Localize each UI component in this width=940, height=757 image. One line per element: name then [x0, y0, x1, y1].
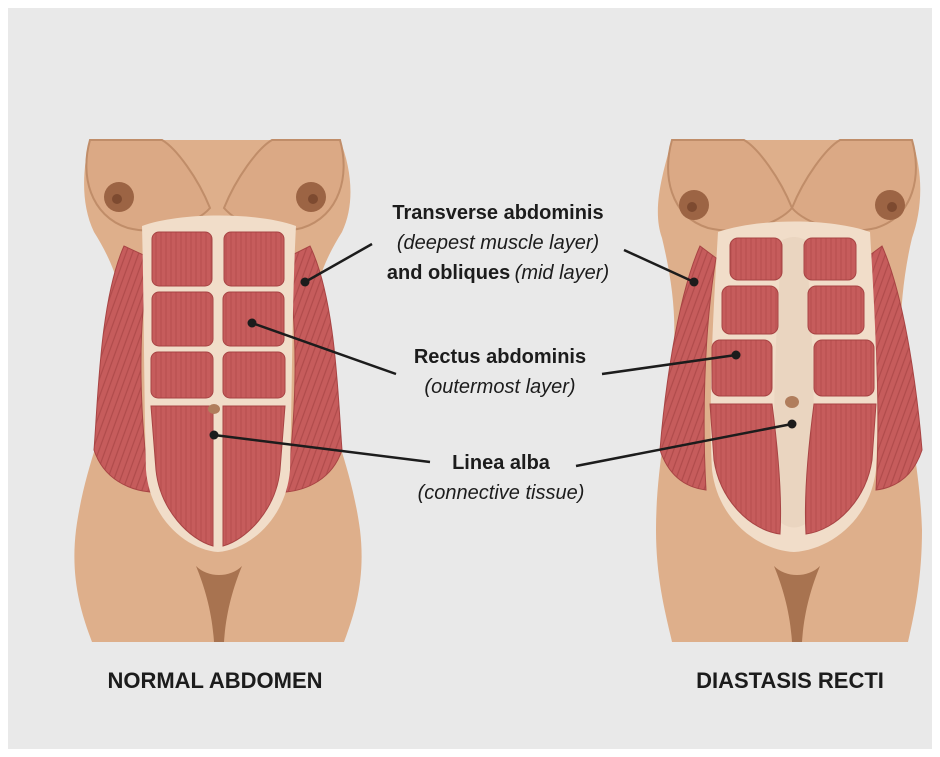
diastasis-recti-figure — [656, 140, 922, 642]
transverse-abdominis-note: (deepest muscle layer) — [360, 228, 636, 258]
transverse-abdominis-name: Transverse abdominis — [360, 198, 636, 228]
diastasis-recti-caption: DIASTASIS RECTI — [640, 668, 940, 694]
linea-alba-label: Linea alba (connective tissue) — [394, 448, 608, 508]
normal-abdomen-caption: NORMAL ABDOMEN — [60, 668, 370, 694]
obliques-note: (mid layer) — [515, 262, 609, 284]
normal-abdomen-figure — [74, 140, 361, 642]
obliques-name: and obliques — [387, 262, 510, 284]
rectus-abdominis-note: (outermost layer) — [388, 372, 612, 402]
diastasis-navel — [785, 396, 799, 408]
transverse-abdominis-label: Transverse abdominis (deepest muscle lay… — [360, 198, 636, 290]
normal-navel — [208, 404, 220, 414]
rectus-abdominis-label: Rectus abdominis (outermost layer) — [388, 342, 612, 402]
linea-alba-name: Linea alba — [394, 448, 608, 478]
rectus-abdominis-name: Rectus abdominis — [388, 342, 612, 372]
linea-alba-note: (connective tissue) — [394, 478, 608, 508]
